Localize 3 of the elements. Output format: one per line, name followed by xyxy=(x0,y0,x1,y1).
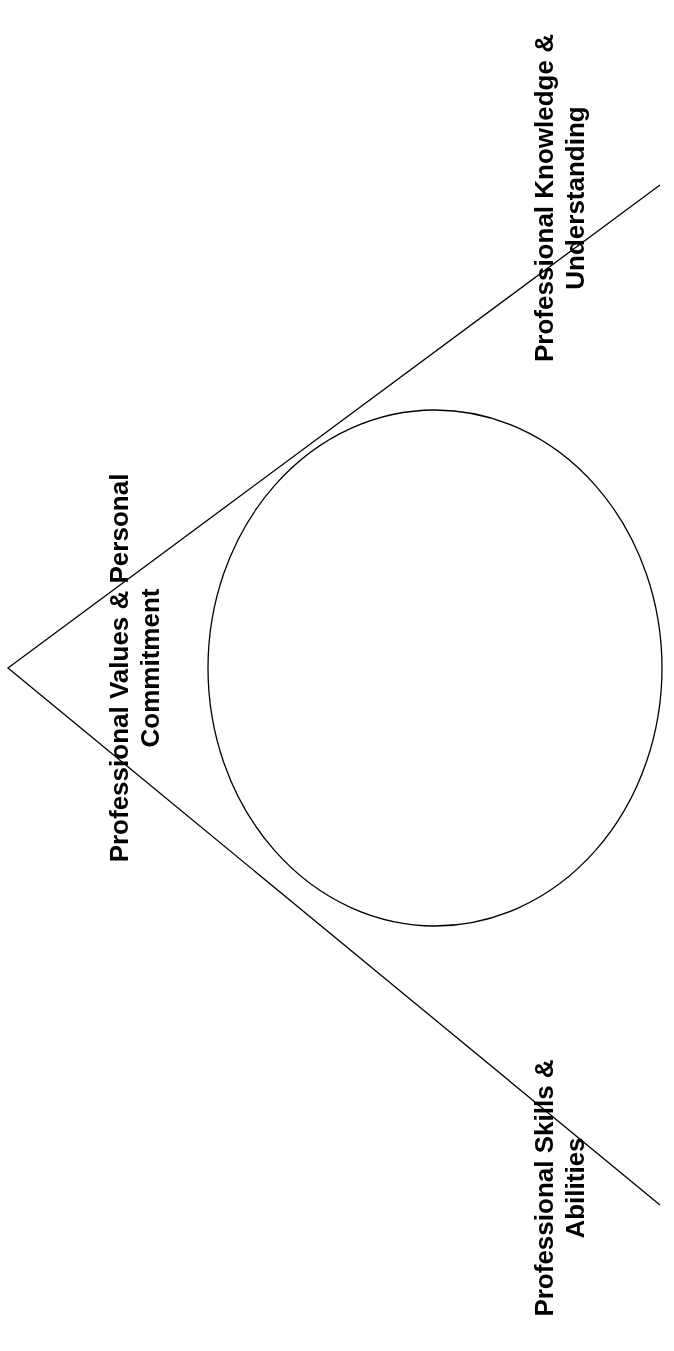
corner-label: Professional Values & Personal Commitment xyxy=(103,472,166,865)
corner-label: Professional Skills & Abilities xyxy=(528,1058,591,1319)
corner-label: Professional Knowledge & Understanding xyxy=(528,33,591,364)
